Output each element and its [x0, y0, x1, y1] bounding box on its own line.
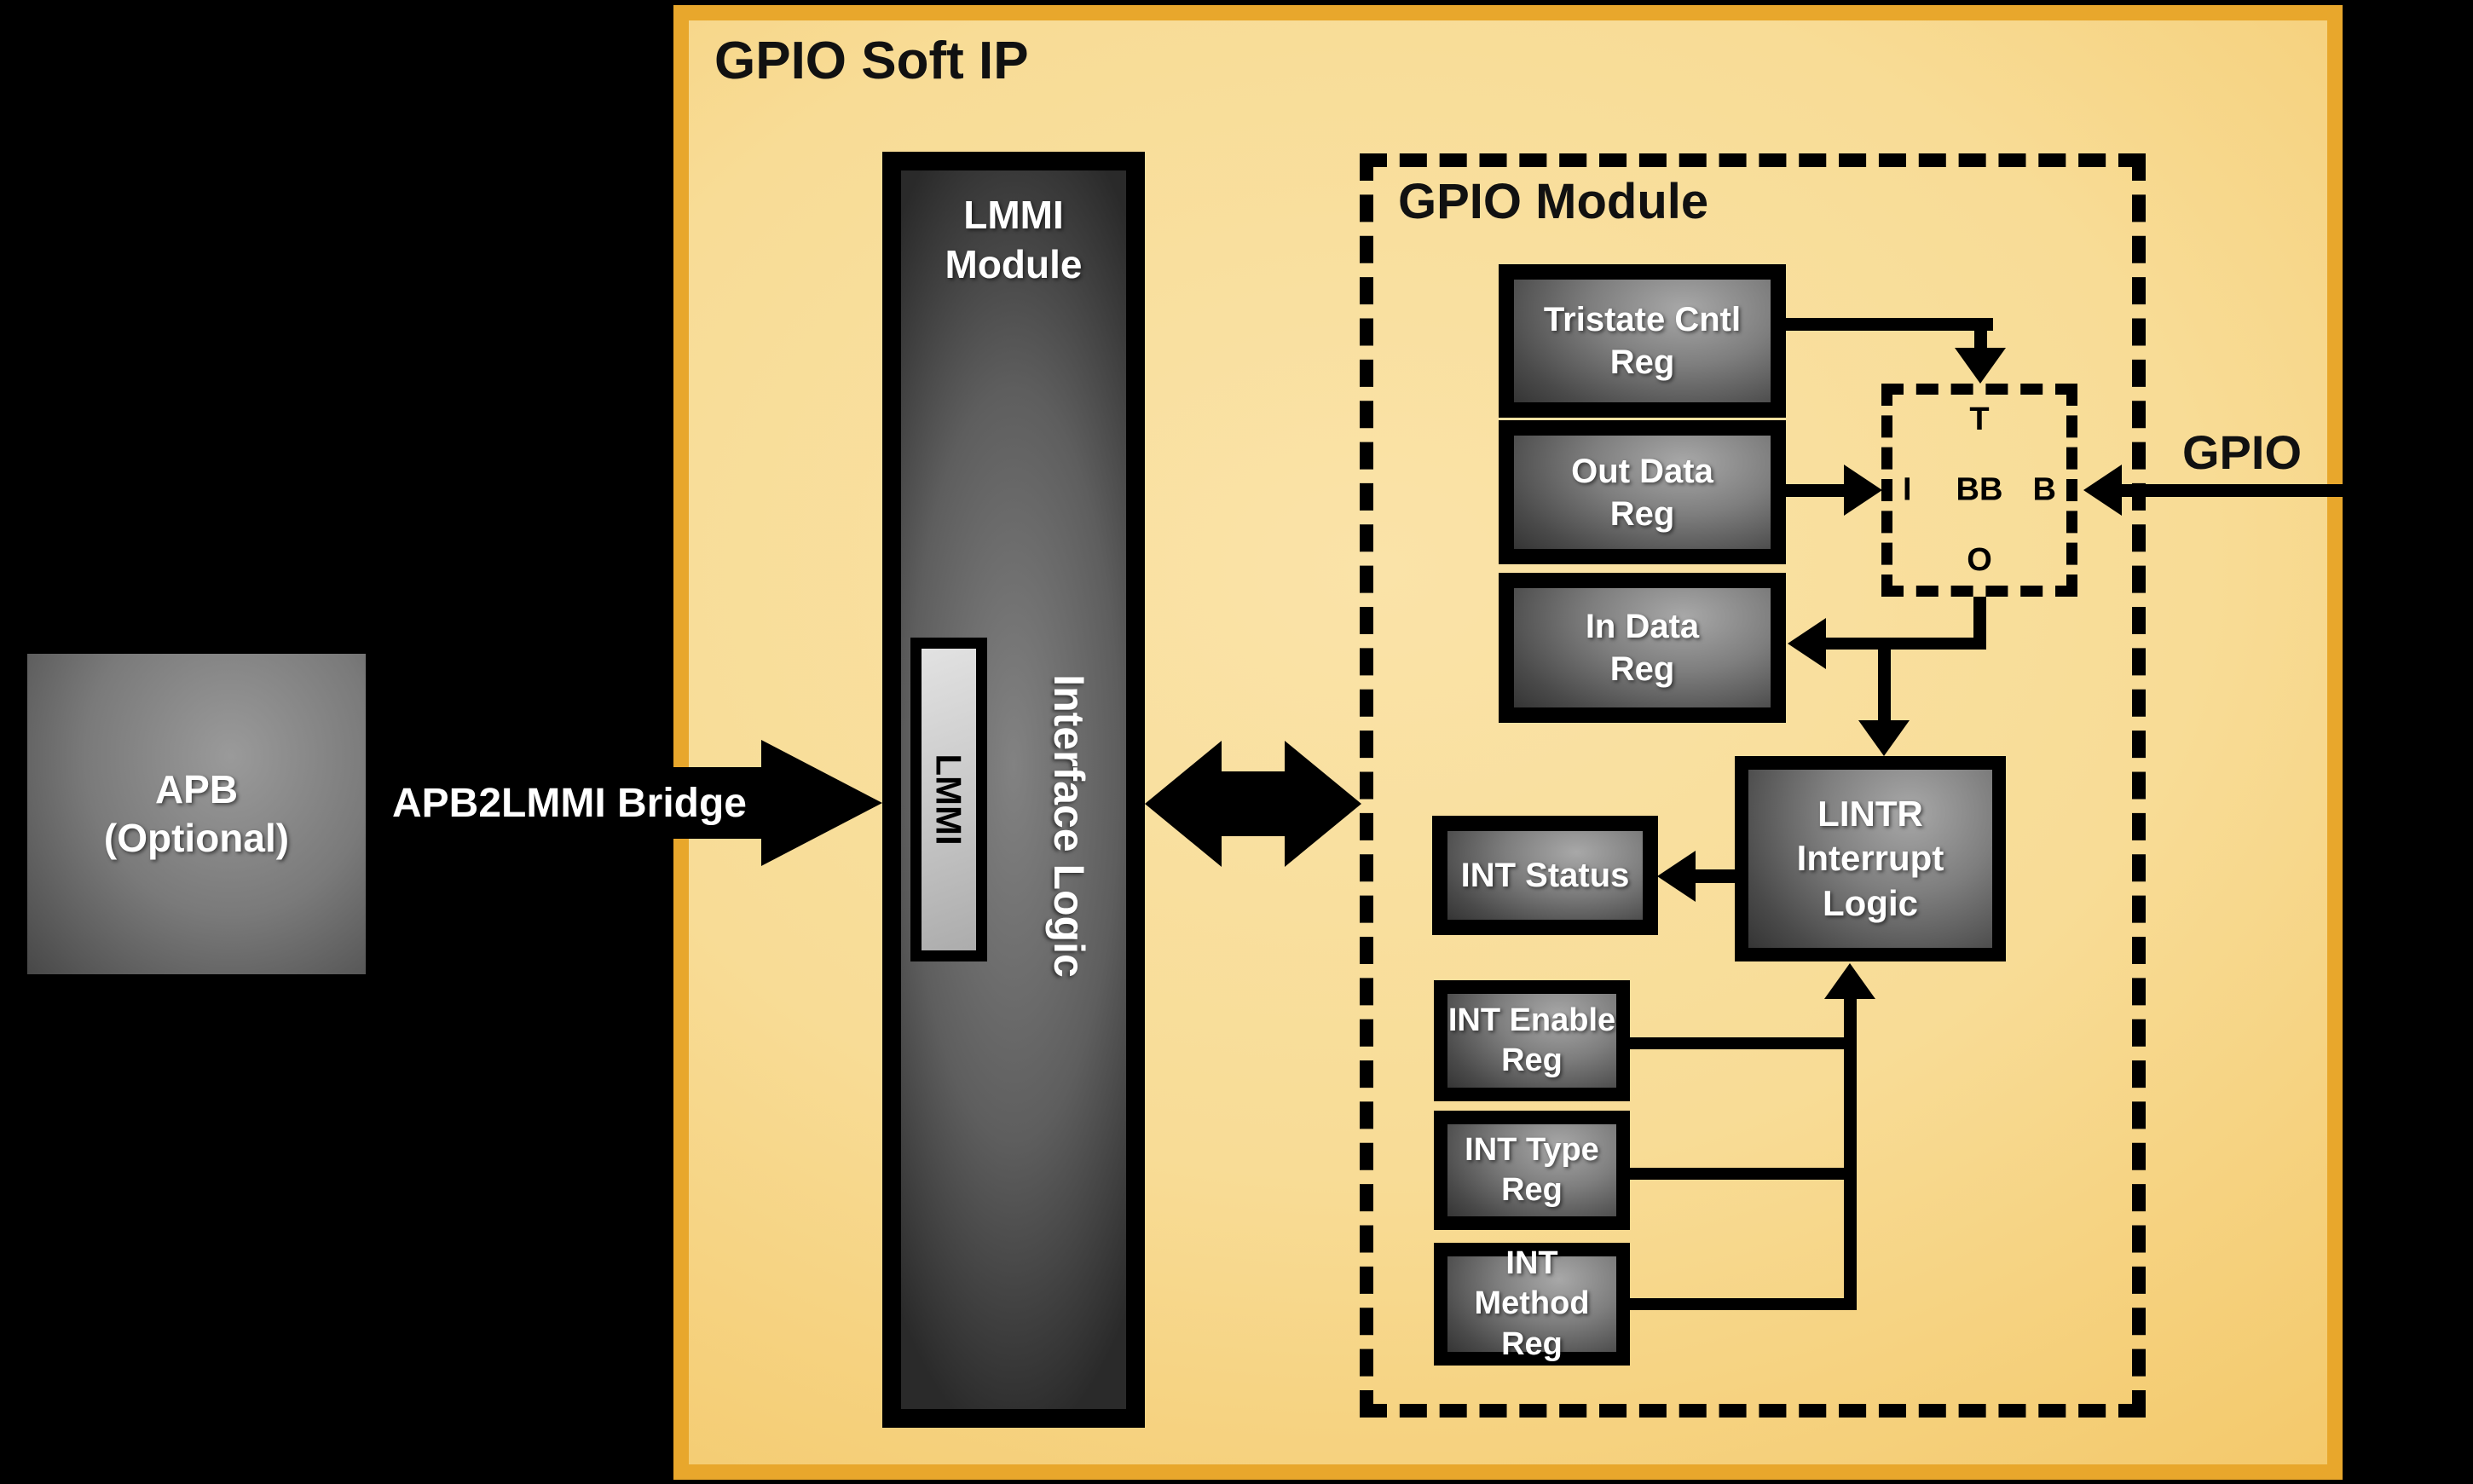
lmmi-port-fill: LMMI [922, 649, 976, 950]
lmmi-module-title: LMMI Module [945, 193, 1083, 286]
buffer-port-t: T [1969, 401, 1990, 437]
interface-logic-label: Interface Logic [1045, 674, 1093, 978]
apb-block-fill: APB (Optional) [27, 654, 366, 974]
connector-lintr-to-status [1694, 869, 1735, 883]
lmmi-port-label: LMMI [929, 754, 970, 846]
buffer-port-i: I [1903, 471, 1912, 508]
gpio-soft-ip-title: GPIO Soft IP [714, 32, 1029, 90]
connector-buffer-out-horizontal [1824, 638, 1986, 650]
bidir-arrow-shaft [1220, 771, 1286, 836]
gpio-line [2120, 484, 2473, 497]
lmmi-port-box: LMMI [910, 638, 987, 961]
lmmi-module-fill: LMMI Module LMMI Interface Logic [901, 170, 1126, 1409]
int-method-box: INT Method Reg [1434, 1243, 1630, 1366]
int-enable-label: INT Enable Reg [1447, 1002, 1616, 1079]
apb2lmmi-bridge-label: APB2LMMI Bridge [391, 781, 747, 826]
int-method-label: INT Method Reg [1474, 1244, 1590, 1362]
connector-int-type [1630, 1168, 1850, 1180]
register-tristate-cntl-label: Tristate Cntl Reg [1543, 301, 1742, 381]
apb-label: APB (Optional) [103, 766, 290, 861]
register-tristate-cntl: Tristate Cntl Reg [1499, 264, 1786, 418]
gpio-module-title: GPIO Module [1398, 174, 1709, 229]
tristate-buffer-box: T I BB B O [1881, 384, 2077, 597]
int-type-box: INT Type Reg [1434, 1111, 1630, 1230]
int-status-box: INT Status [1432, 816, 1658, 935]
register-out-data: Out Data Reg [1499, 420, 1786, 564]
register-in-data-label: In Data Reg [1585, 608, 1700, 688]
buffer-port-b: B [2032, 471, 2056, 508]
int-enable-box: INT Enable Reg [1434, 980, 1630, 1101]
register-out-data-label: Out Data Reg [1571, 452, 1713, 533]
connector-int-enable [1630, 1037, 1850, 1049]
apb2lmmi-arrow-shaft [378, 767, 761, 839]
gpio-module-panel [1360, 153, 2146, 1418]
connector-tristate-horizontal [1786, 318, 1993, 331]
lmmi-module-block: LMMI Module LMMI Interface Logic [882, 152, 1145, 1428]
connector-int-method [1630, 1298, 1857, 1310]
buffer-port-bb: BB [1956, 471, 2003, 508]
apb-block: APB (Optional) [15, 642, 378, 986]
connector-int-riser [1844, 997, 1857, 1310]
int-status-label: INT Status [1460, 857, 1630, 894]
connector-outdata [1786, 484, 1847, 497]
buffer-port-o: O [1967, 542, 1992, 578]
connector-buffer-out-vertical [1973, 597, 1986, 650]
connector-drop-to-lintr [1878, 644, 1891, 722]
int-type-label: INT Type Reg [1465, 1131, 1599, 1209]
gpio-port-label: GPIO [2181, 425, 2303, 479]
lintr-logic-box: LINTR Interrupt Logic [1735, 756, 2006, 961]
lintr-logic-label: LINTR Interrupt Logic [1796, 793, 1944, 923]
register-in-data: In Data Reg [1499, 573, 1786, 723]
connector-tristate-vertical [1974, 318, 1987, 349]
